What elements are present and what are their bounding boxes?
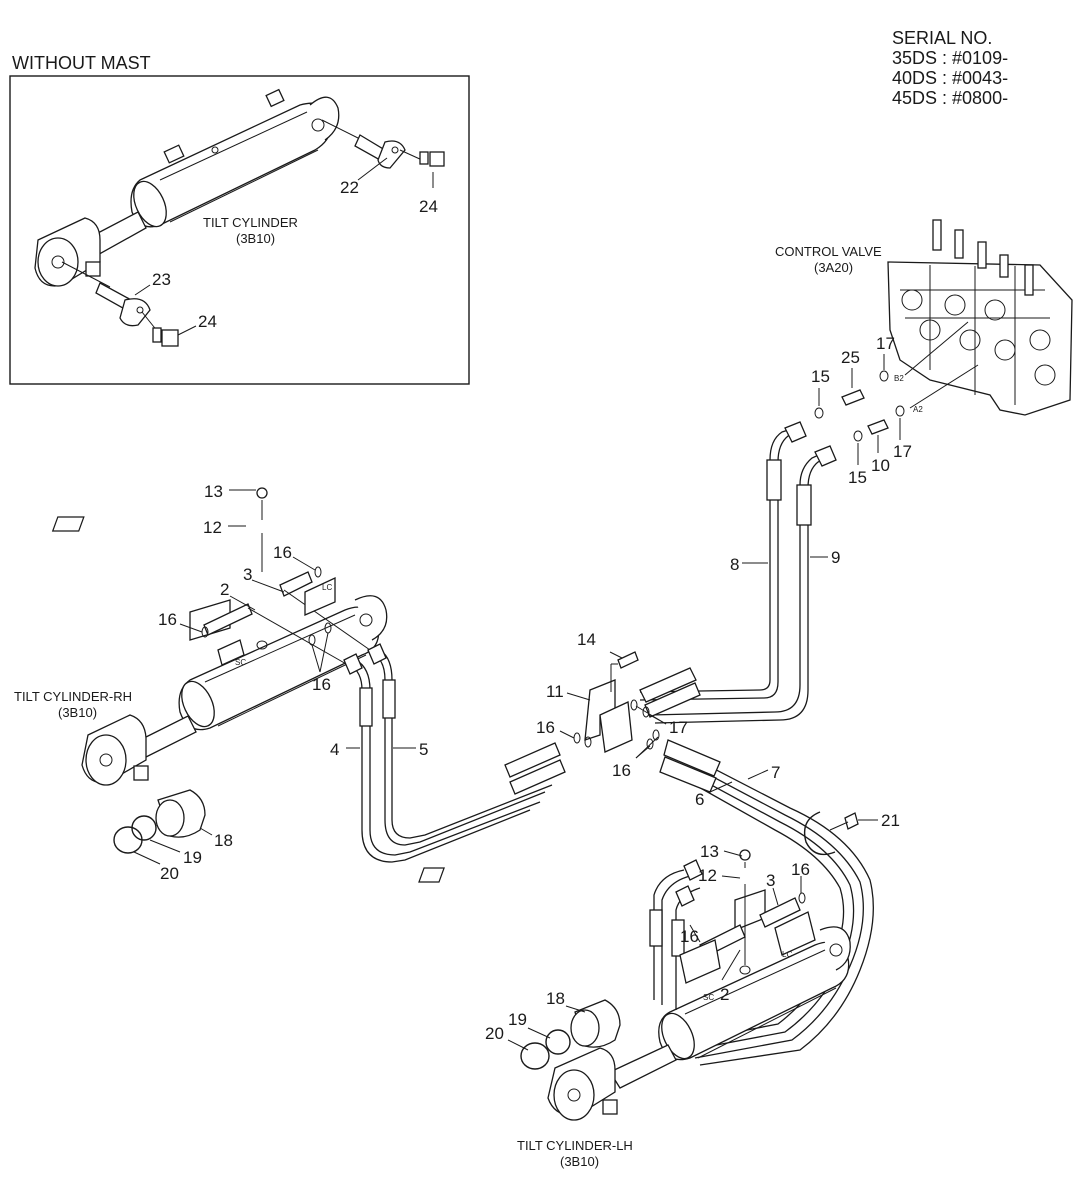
callout-lh-19: 19 <box>508 1010 527 1029</box>
tilt-cylinder-rh-drawing <box>51 487 388 854</box>
callout-hose-8: 8 <box>730 555 739 574</box>
callout-rh-13: 13 <box>204 482 223 501</box>
callout-block-14: 14 <box>577 630 596 649</box>
leader-rh-16-left <box>179 623 203 633</box>
port-mark-sc-lh: SC <box>703 993 714 1002</box>
callout-valve-25: 25 <box>841 348 860 367</box>
callout-hose-7: 7 <box>771 763 780 782</box>
serial-line-2: 35DS : #0109- <box>892 48 1008 68</box>
leader-rh-19 <box>149 839 181 853</box>
control-valve-label: CONTROL VALVE <box>775 244 882 259</box>
leader-lh-19 <box>527 1027 551 1039</box>
callout-inset-23: 23 <box>152 270 171 289</box>
tilt-cylinder-lh-label: TILT CYLINDER-LH <box>517 1138 633 1153</box>
serial-line-4: 45DS : #0800- <box>892 88 1008 108</box>
callout-lh-2: 2 <box>720 985 729 1004</box>
control-valve-assembly: CONTROL VALVE (3A20) B2 A2 <box>775 219 1073 442</box>
tilt-cylinder-rh-code: (3B10) <box>58 705 97 720</box>
leader-hose-7 <box>747 769 769 780</box>
inset-without-mast: WITHOUT MAST <box>9 53 470 385</box>
callout-valve-10: 10 <box>871 456 890 475</box>
tilt-cylinder-lh-drawing <box>418 849 851 1121</box>
tilt-cylinder-rh-label: TILT CYLINDER-RH <box>14 689 132 704</box>
leader-block-17-b <box>647 713 667 725</box>
port-mark-lc-lh: LC <box>782 950 792 959</box>
serial-line-3: 40DS : #0043- <box>892 68 1008 88</box>
callout-rh-2: 2 <box>220 580 229 599</box>
callout-rh-16-left: 16 <box>158 610 177 629</box>
callout-block-16-left: 16 <box>536 718 555 737</box>
callout-hose-4: 4 <box>330 740 339 759</box>
control-valve-code: (3A20) <box>814 260 853 275</box>
callout-hose-9: 9 <box>831 548 840 567</box>
leader-block-11 <box>566 692 591 701</box>
manifold-block <box>573 651 701 753</box>
callout-block-17: 17 <box>669 718 688 737</box>
leader-block-16-bottom-b <box>635 736 659 759</box>
leader-block-16-left <box>559 730 575 739</box>
inset-tilt-cylinder-label: TILT CYLINDER <box>203 215 298 230</box>
callout-hose-6: 6 <box>695 790 704 809</box>
callout-block-16-bottom: 16 <box>612 761 631 780</box>
callout-lh-13: 13 <box>700 842 719 861</box>
leader-rh-3 <box>251 579 285 593</box>
leader-rh-18 <box>199 827 213 836</box>
port-mark-a2: A2 <box>913 405 923 414</box>
leader-block-14 <box>609 651 623 659</box>
leader-inset-22 <box>357 157 388 181</box>
serial-number-block: SERIAL NO. 35DS : #0109- 40DS : #0043- 4… <box>892 28 1008 108</box>
inset-tilt-cylinder-drawing <box>34 88 445 347</box>
leader-rh-2 <box>229 595 256 611</box>
inset-frame <box>9 75 470 385</box>
callout-hose-5: 5 <box>419 740 428 759</box>
leader-inset-24-bottom <box>177 325 197 336</box>
serial-line-1: SERIAL NO. <box>892 28 992 48</box>
callout-rh-12: 12 <box>203 518 222 537</box>
callout-valve-17-bottom: 17 <box>893 442 912 461</box>
port-mark-b2: B2 <box>894 374 904 383</box>
callout-valve-15-top: 15 <box>811 367 830 386</box>
callout-lh-3: 3 <box>766 871 775 890</box>
callout-inset-24-top: 24 <box>419 197 438 216</box>
hoses-4-5 <box>343 643 566 863</box>
callout-block-11: 11 <box>546 682 564 701</box>
callout-rh-19: 19 <box>183 848 202 867</box>
callout-valve-15-bottom: 15 <box>848 468 867 487</box>
inset-title: WITHOUT MAST <box>12 53 151 73</box>
leader-hose-6 <box>709 781 733 793</box>
callout-clamp-21: 21 <box>881 811 900 830</box>
leader-lh-16-left <box>689 924 701 943</box>
callout-valve-17-top: 17 <box>876 334 895 353</box>
leader-lh-20 <box>507 1039 529 1051</box>
leader-inset-23 <box>134 284 151 296</box>
inset-tilt-cylinder-code: (3B10) <box>236 231 275 246</box>
hoses-6-7 <box>659 739 874 1066</box>
leader-lh-3 <box>772 887 779 906</box>
callout-lh-16-left: 16 <box>680 927 699 946</box>
leader-lh-18 <box>565 1005 586 1013</box>
callout-rh-20: 20 <box>160 864 179 883</box>
callout-lh-12: 12 <box>698 866 717 885</box>
callout-rh-18: 18 <box>214 831 233 850</box>
leader-lh-12 <box>721 875 741 879</box>
callout-inset-22: 22 <box>340 178 359 197</box>
port-mark-sc-rh: SC <box>235 658 246 667</box>
callout-rh-16-bottom: 16 <box>312 675 331 694</box>
leader-rh-16-bottom-a <box>311 644 321 673</box>
callout-rh-3: 3 <box>243 565 252 584</box>
leader-lh-13 <box>723 850 743 857</box>
callout-lh-20: 20 <box>485 1024 504 1043</box>
tilt-cylinder-lh-code: (3B10) <box>560 1154 599 1169</box>
callout-lh-18: 18 <box>546 989 565 1008</box>
leader-lh-2 <box>721 949 741 981</box>
callout-rh-16-top: 16 <box>273 543 292 562</box>
callout-lh-16-right: 16 <box>791 860 810 879</box>
leader-rh-20 <box>133 851 161 865</box>
callout-inset-24-bottom: 24 <box>198 312 217 331</box>
hoses-8-9 <box>639 421 837 724</box>
leader-rh-16-bottom-b <box>319 632 329 673</box>
leader-rh-16-top <box>292 556 316 571</box>
port-mark-lc-rh: LC <box>322 583 332 592</box>
